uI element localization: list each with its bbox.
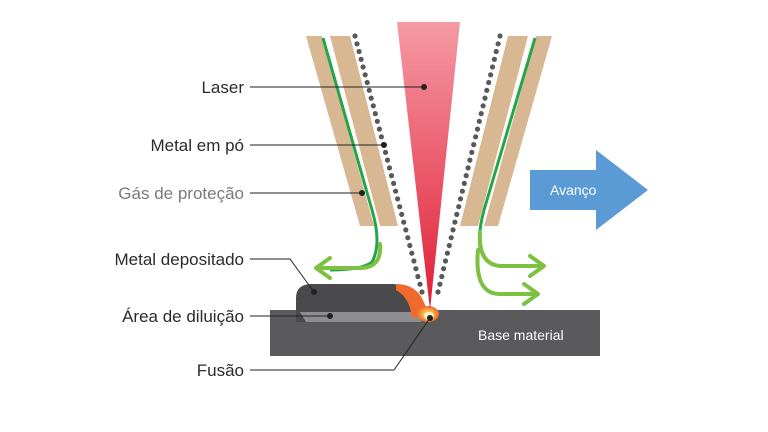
powder-dot bbox=[388, 173, 395, 179]
powder-dot bbox=[419, 289, 425, 295]
powder-dot bbox=[454, 211, 460, 217]
powder-dot bbox=[403, 227, 409, 233]
right-nozzle-outer bbox=[484, 36, 552, 226]
powder-dot bbox=[459, 188, 465, 194]
powder-dot bbox=[441, 266, 447, 272]
dilution-zone bbox=[300, 312, 422, 322]
powder-dot bbox=[444, 250, 450, 256]
leader-dots bbox=[311, 84, 433, 321]
powder-dot bbox=[486, 79, 492, 86]
powder-dot bbox=[360, 64, 366, 70]
powder-dot bbox=[352, 33, 358, 39]
powder-dot bbox=[397, 204, 403, 210]
advance-label: Avanço bbox=[550, 182, 597, 198]
powder-dot bbox=[461, 180, 467, 186]
powder-dot bbox=[491, 56, 497, 62]
powder-dot bbox=[482, 95, 488, 101]
left-nozzle-outer bbox=[306, 36, 374, 226]
powder-dot bbox=[370, 103, 376, 109]
powder-dot bbox=[463, 173, 469, 179]
powder-dot bbox=[471, 142, 477, 148]
base-material-label: Base material bbox=[478, 327, 564, 343]
arrow-right-icon bbox=[530, 150, 648, 230]
powder-dot bbox=[448, 235, 454, 241]
powder-dot bbox=[497, 33, 503, 39]
powder-dot bbox=[417, 281, 423, 287]
powder-dot bbox=[411, 258, 417, 264]
right-powder-stream bbox=[435, 33, 503, 295]
powder-dot bbox=[393, 188, 399, 194]
powder-dot bbox=[376, 126, 382, 132]
powder-dot bbox=[437, 281, 443, 287]
label-powder: Metal em pó bbox=[150, 136, 244, 155]
powder-dot bbox=[450, 227, 456, 233]
powder-dot bbox=[435, 289, 441, 295]
powder-dot bbox=[452, 219, 458, 225]
powder-dot bbox=[391, 180, 397, 186]
powder-dot bbox=[457, 196, 464, 202]
powder-dot bbox=[465, 165, 471, 171]
powder-dot bbox=[401, 219, 407, 225]
right-nozzle-inner bbox=[460, 36, 528, 226]
label-fusion: Fusão bbox=[197, 361, 244, 380]
powder-dot bbox=[415, 273, 421, 280]
powder-dot bbox=[368, 95, 374, 101]
powder-dot bbox=[395, 196, 401, 202]
powder-dot bbox=[469, 149, 475, 155]
label-dilution: Área de diluição bbox=[122, 307, 244, 326]
powder-dot bbox=[407, 242, 413, 249]
laser-beam bbox=[397, 22, 460, 310]
label-shield-gas: Gás de proteção bbox=[118, 184, 244, 203]
powder-dot bbox=[478, 111, 484, 117]
powder-dot bbox=[382, 149, 389, 155]
powder-dot bbox=[495, 41, 501, 47]
powder-dot bbox=[366, 87, 372, 93]
powder-dot bbox=[484, 87, 490, 93]
powder-dot bbox=[489, 64, 496, 70]
powder-dot bbox=[413, 266, 419, 272]
powder-dot bbox=[473, 134, 479, 140]
label-deposited: Metal depositado bbox=[115, 250, 244, 269]
leader-lines bbox=[250, 86, 431, 371]
powder-dot bbox=[399, 211, 405, 217]
powder-dot bbox=[372, 111, 378, 117]
powder-dot bbox=[358, 56, 364, 62]
powder-dot bbox=[409, 250, 415, 256]
powder-dot bbox=[405, 235, 411, 241]
powder-dot bbox=[476, 118, 482, 124]
powder-dot bbox=[488, 72, 494, 78]
powder-dot bbox=[386, 165, 393, 171]
powder-dot bbox=[378, 134, 384, 140]
powder-dot bbox=[480, 103, 486, 109]
gas-flow-arrows bbox=[314, 230, 546, 306]
powder-dot bbox=[446, 242, 452, 249]
powder-dot bbox=[356, 48, 362, 55]
powder-dot bbox=[474, 126, 481, 132]
powder-dot bbox=[442, 258, 449, 264]
powder-dot bbox=[439, 273, 445, 280]
powder-dot bbox=[364, 79, 370, 86]
powder-dot bbox=[467, 157, 473, 163]
powder-dot bbox=[362, 72, 368, 78]
powder-dot bbox=[456, 204, 462, 210]
left-nozzle-inner bbox=[330, 36, 398, 226]
powder-dot bbox=[354, 41, 360, 47]
label-laser: Laser bbox=[201, 78, 244, 97]
powder-dot bbox=[374, 118, 380, 124]
powder-dot bbox=[493, 48, 499, 55]
powder-dot bbox=[384, 157, 391, 163]
